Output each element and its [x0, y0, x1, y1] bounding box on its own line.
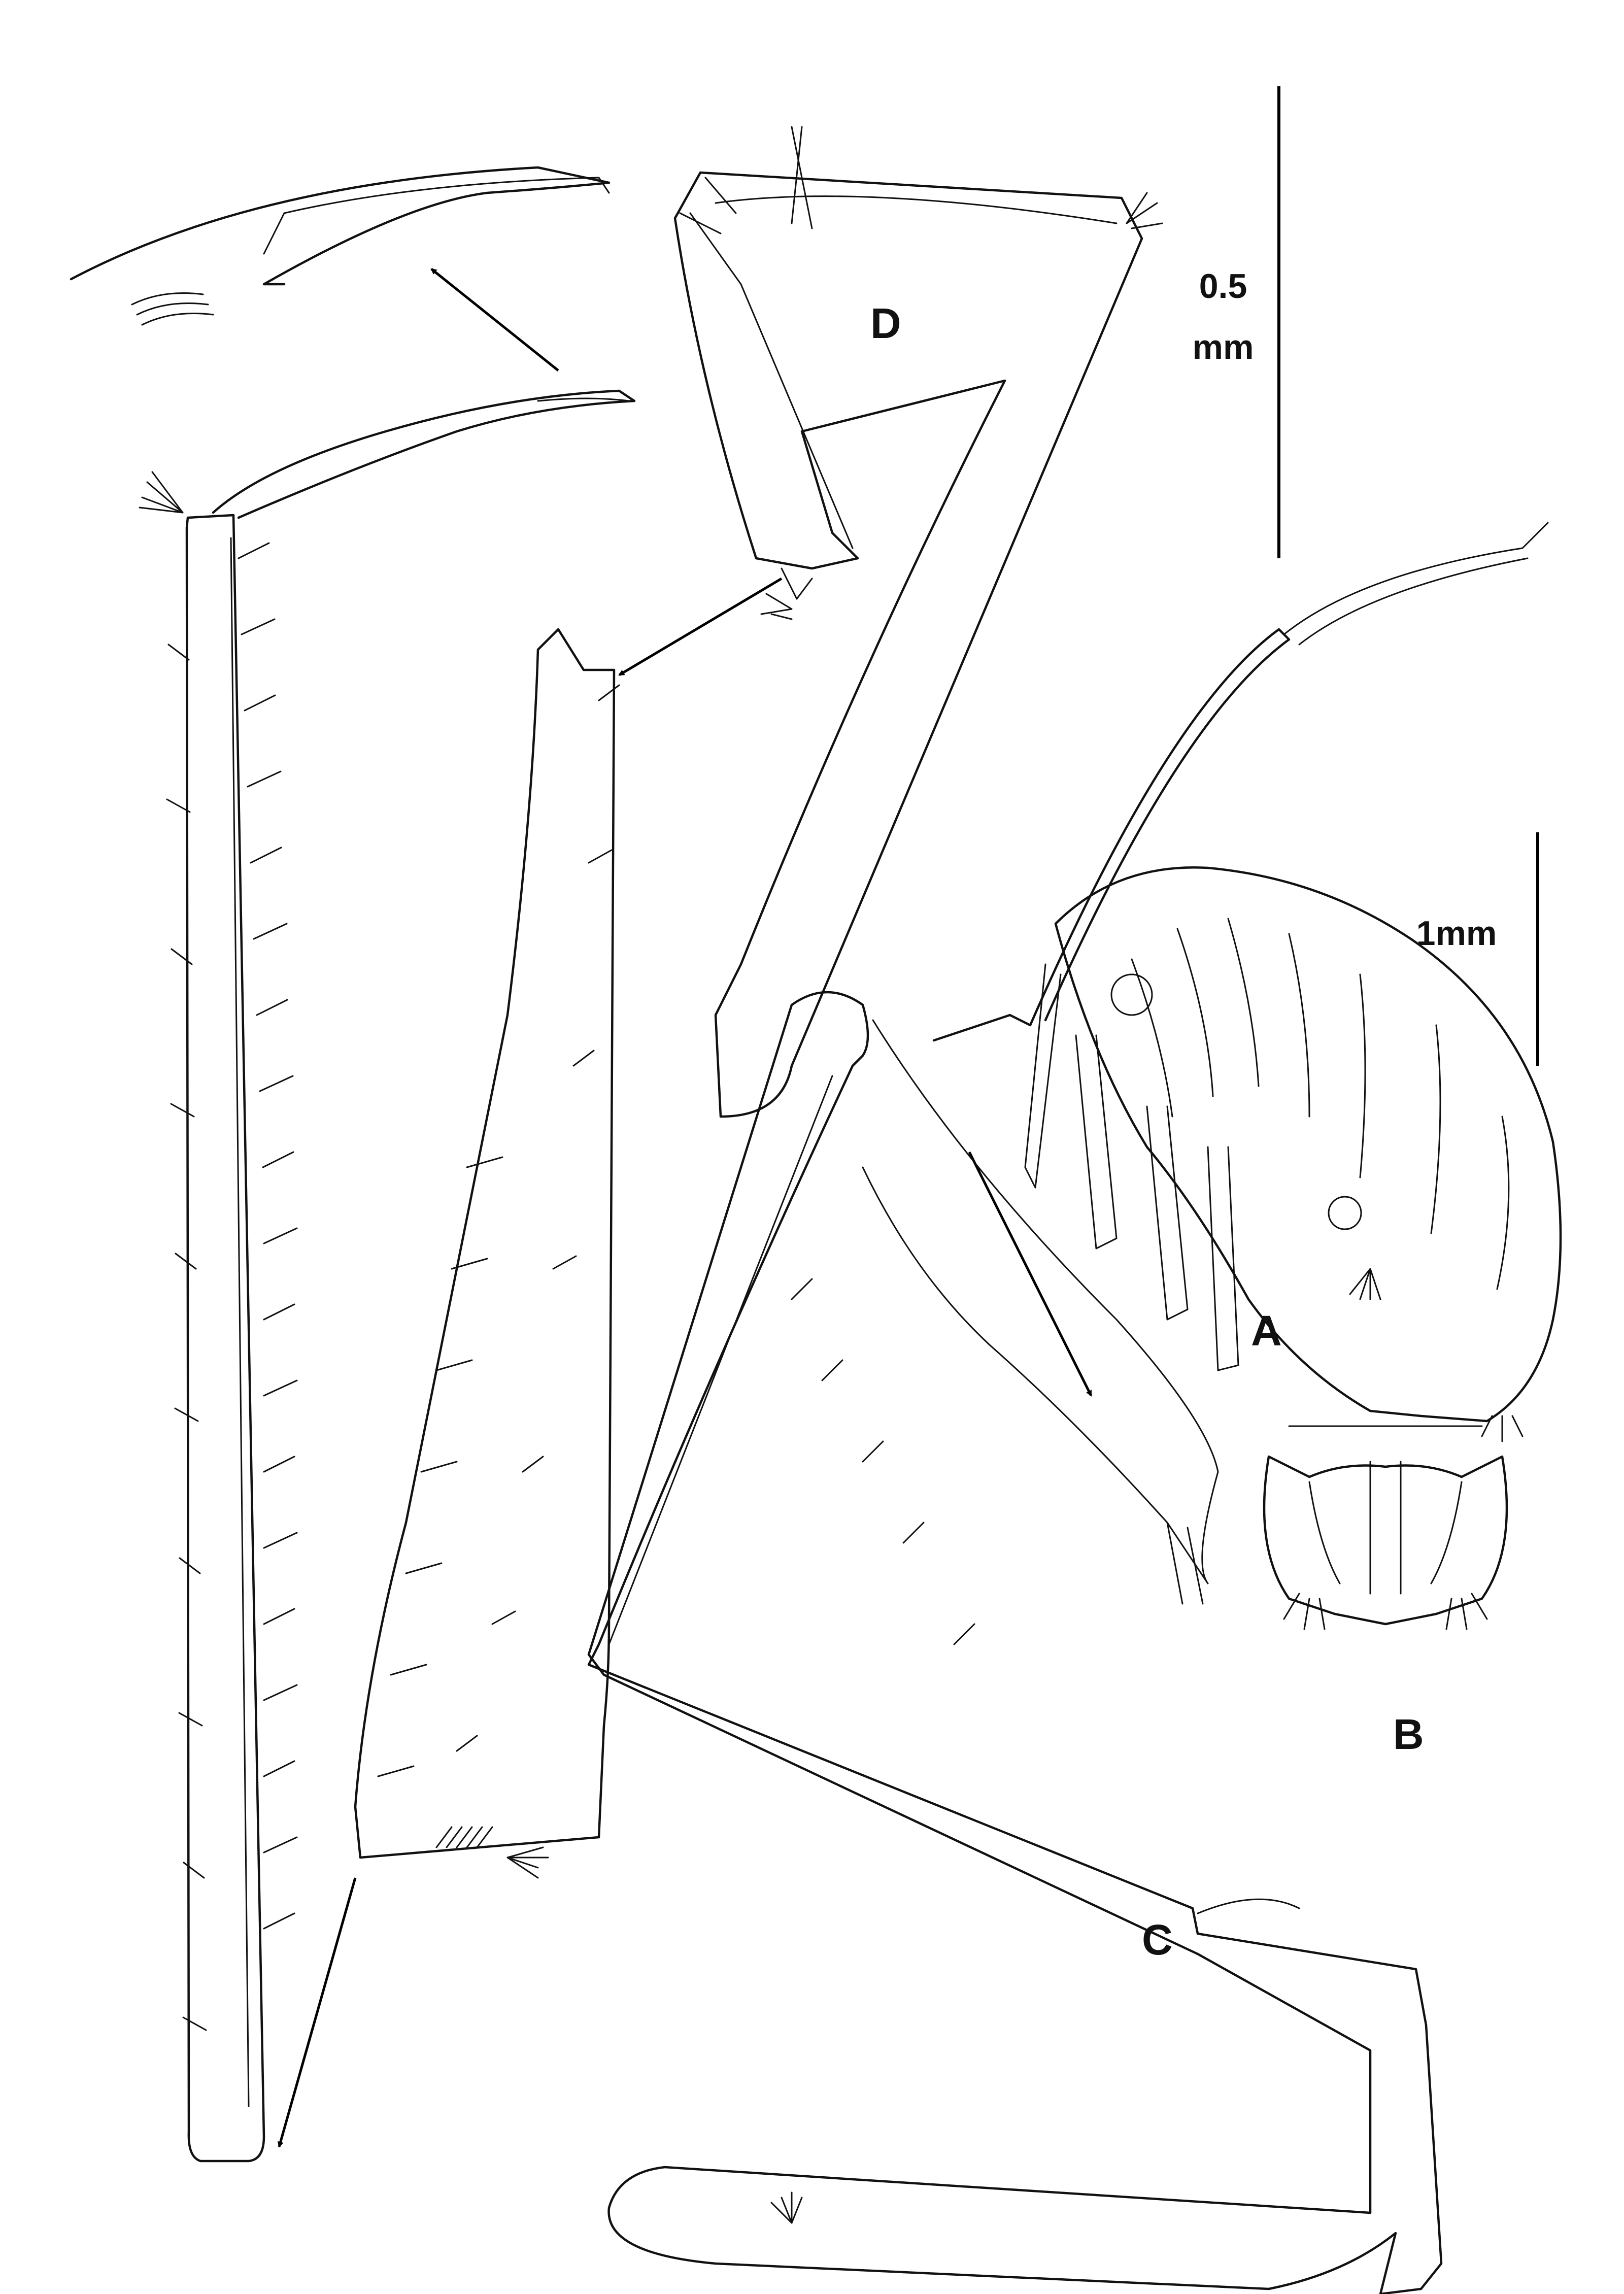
- detail-arrow-3: [277, 1877, 357, 2148]
- panel-c-limb: [587, 991, 1443, 2294]
- left-long-article: [139, 389, 636, 2163]
- middle-long-article: [354, 628, 620, 1879]
- panel-label-c: C: [1142, 1916, 1173, 1964]
- panel-label-b: B: [1393, 1710, 1424, 1758]
- dactyl-detail: [70, 166, 611, 326]
- lower-scale-bar-label: 1mm: [1416, 914, 1497, 953]
- detail-arrow-4: [968, 1151, 1093, 1397]
- panel-d-limb: [673, 126, 1163, 1118]
- upper-scale-bar-unit: mm: [1192, 328, 1254, 366]
- panel-b-telson: [1263, 1425, 1508, 1630]
- panel-label-a: A: [1251, 1307, 1282, 1355]
- panel-a-habitus: [932, 522, 1562, 1442]
- detail-arrow-1: [430, 268, 559, 372]
- detail-arrow-2: [618, 577, 783, 677]
- panel-label-d: D: [870, 299, 901, 347]
- upper-scale-bar-value: 0.5: [1199, 267, 1247, 306]
